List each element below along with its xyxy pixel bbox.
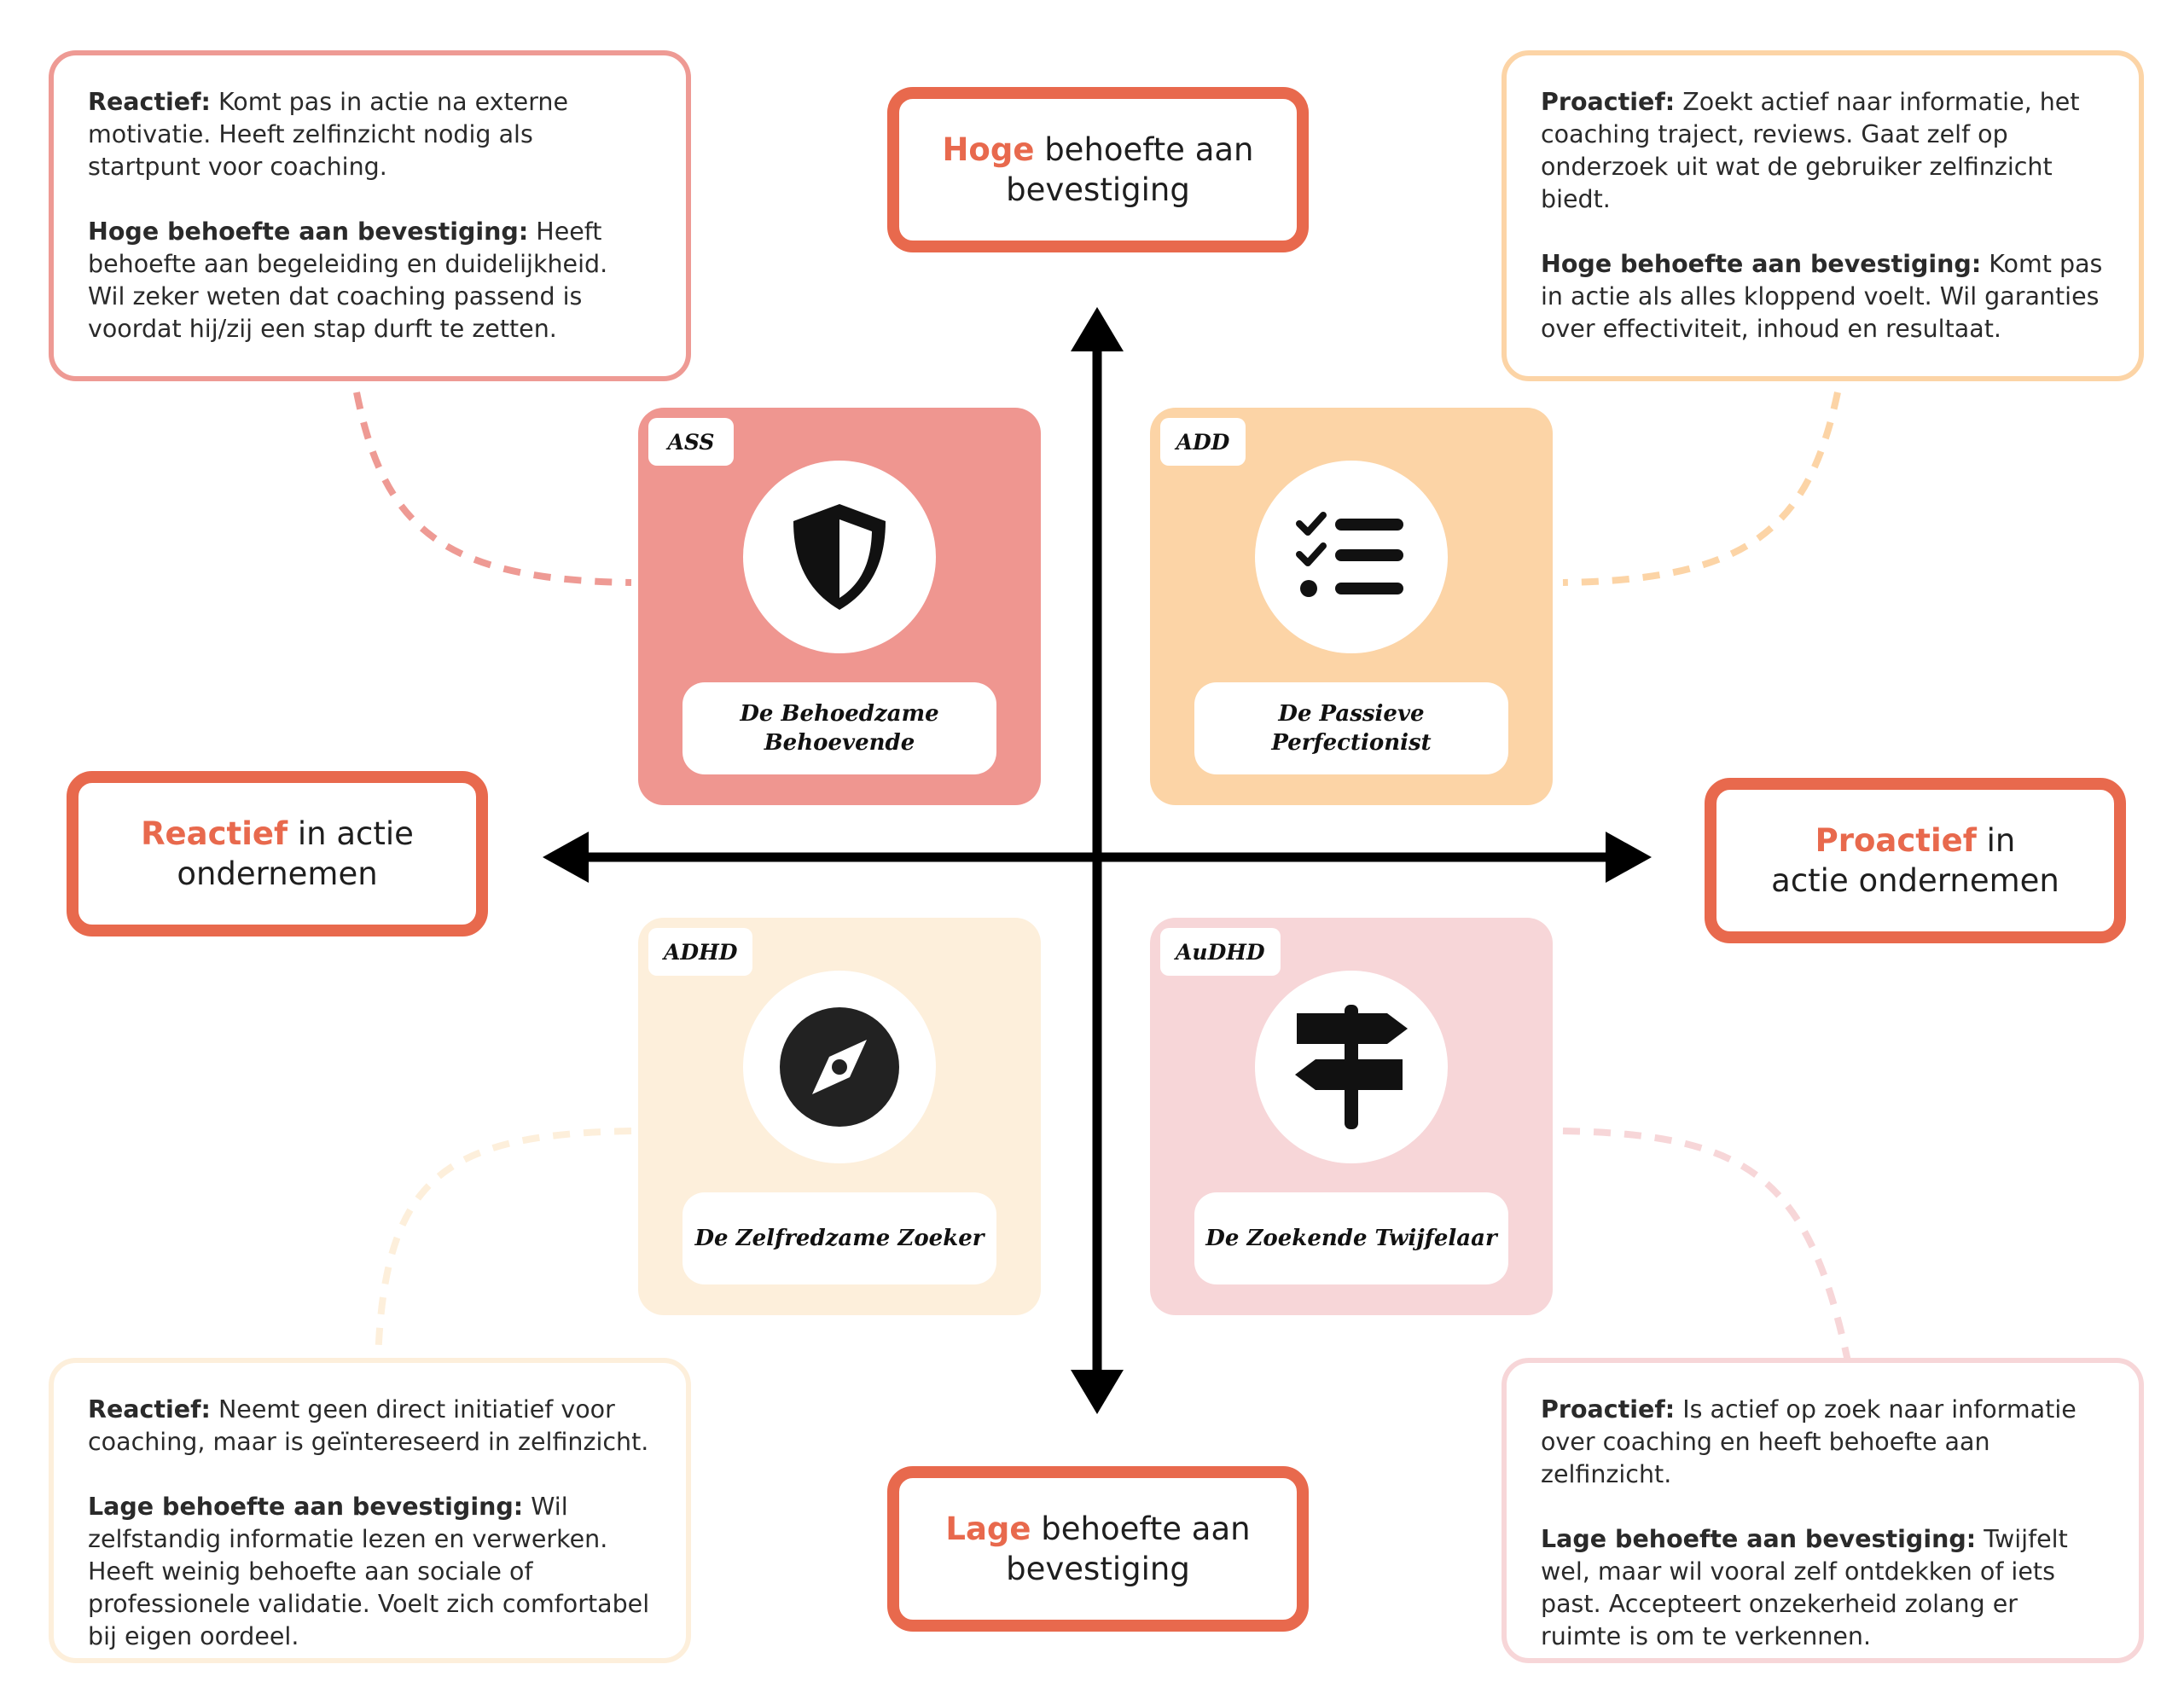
tag-add: ADD [1160,418,1246,466]
connector-bottom-right [1562,1128,1851,1362]
card-add: ADD De Passieve Perfectionist [1150,408,1553,805]
card-adhd: ADHD De Zelfredzame Zoeker [638,918,1041,1315]
icon-circle-ass [743,461,936,653]
icon-circle-adhd [743,971,936,1163]
tag-audhd: AuDHD [1160,928,1281,976]
icon-circle-audhd [1255,971,1448,1163]
name-add: De Passieve Perfectionist [1194,682,1508,774]
connector-top-left [353,391,632,586]
description-top-left: Reactief: Komt pas in actie na externe m… [49,50,691,381]
signpost-icon [1295,1005,1408,1129]
arrow-left [543,832,589,883]
name-audhd: De Zoekende Twijfelaar [1194,1192,1508,1284]
name-ass: De Behoedzame Behoevende [682,682,996,774]
description-top-right: Proactief: Zoekt actief naar informatie,… [1502,50,2144,381]
description-bottom-left: Reactief: Neemt geen direct initiatief v… [49,1358,691,1663]
shield-icon [793,504,886,610]
name-adhd: De Zelfredzame Zoeker [682,1192,996,1284]
arrow-up [1071,307,1124,351]
description-bottom-right: Proactief: Is actief op zoek naar inform… [1502,1358,2144,1663]
connector-bottom-left [375,1128,632,1362]
tag-adhd: ADHD [648,928,753,976]
card-audhd: AuDHD De Zoekende Twijfelaar [1150,918,1553,1315]
tag-ass: ASS [648,418,734,466]
checklist-icon [1296,512,1403,597]
compass-icon [780,1007,899,1127]
arrow-right [1606,832,1652,883]
card-ass: ASS De Behoedzame Behoevende [638,408,1041,805]
arrow-down [1071,1370,1124,1414]
connector-top-right [1562,391,1841,586]
icon-circle-add [1255,461,1448,653]
